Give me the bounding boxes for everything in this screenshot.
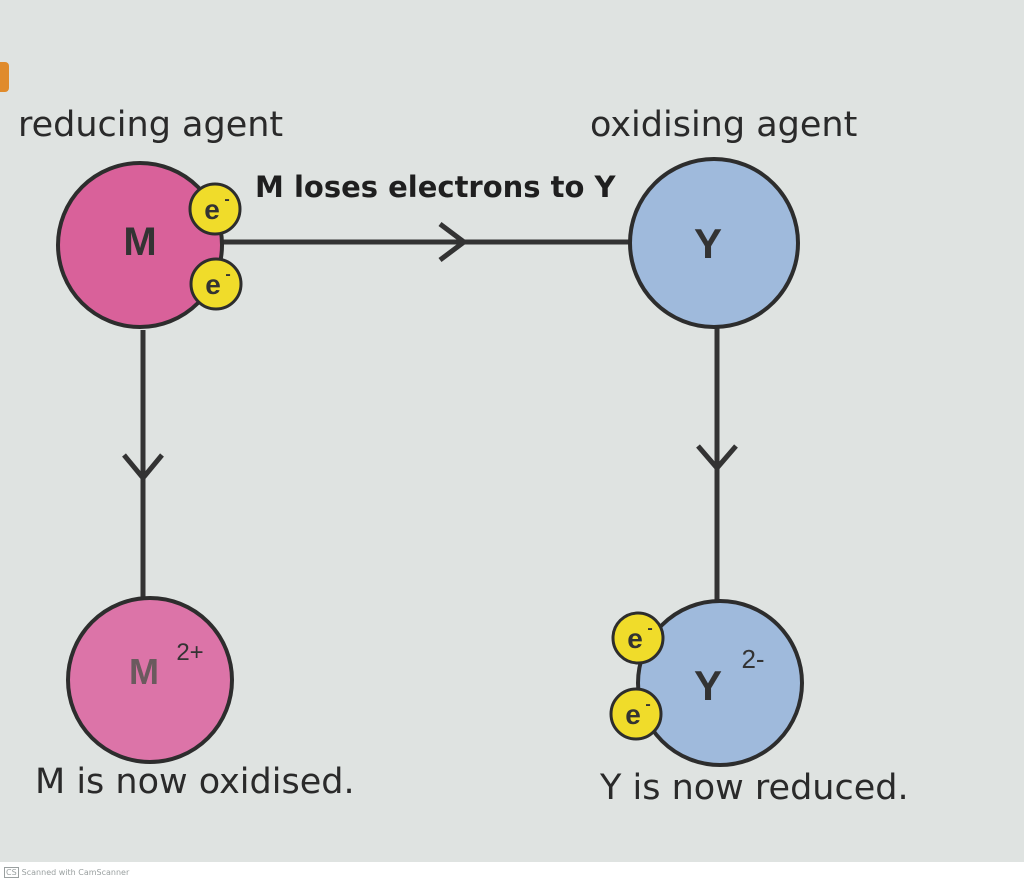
scanner-text: Scanned with CamScanner bbox=[21, 868, 130, 877]
y-atom bbox=[628, 157, 800, 329]
svg-text:e: e bbox=[204, 194, 220, 225]
electron-m-bottom: e - bbox=[189, 257, 243, 311]
svg-text:e: e bbox=[627, 623, 643, 654]
oxidising-agent-label: oxidising agent bbox=[590, 105, 858, 145]
corner-tab-mark bbox=[0, 62, 9, 92]
y-ion-charge: 2- bbox=[741, 644, 764, 674]
electron-transfer-label: M loses electrons to Y bbox=[255, 170, 616, 204]
m-ion-symbol: M bbox=[129, 651, 159, 692]
m-ion bbox=[66, 596, 234, 764]
m-down-arrow-head bbox=[122, 453, 164, 482]
scanner-badge: CS bbox=[4, 867, 19, 878]
svg-text:e: e bbox=[205, 269, 221, 300]
y-atom-symbol: Y bbox=[694, 220, 722, 267]
m-atom-symbol: M bbox=[123, 220, 156, 264]
electron-y-top: e - bbox=[611, 611, 665, 665]
svg-text:-: - bbox=[645, 696, 650, 713]
y-down-arrow-head bbox=[696, 444, 738, 472]
electron-m-top: e - bbox=[188, 182, 242, 236]
m-atom bbox=[56, 161, 224, 329]
m-oxidised-caption: M is now oxidised. bbox=[35, 762, 355, 802]
reducing-agent-label: reducing agent bbox=[18, 105, 284, 145]
svg-text:e: e bbox=[625, 699, 641, 730]
transfer-arrow-head bbox=[438, 222, 469, 262]
m-ion-charge: 2+ bbox=[176, 639, 203, 666]
y-ion bbox=[636, 599, 804, 767]
svg-text:-: - bbox=[224, 191, 229, 208]
svg-text:-: - bbox=[647, 620, 652, 637]
y-reduced-caption: Y is now reduced. bbox=[600, 768, 909, 808]
svg-text:-: - bbox=[225, 266, 230, 283]
scan-bottom-strip bbox=[0, 862, 1024, 883]
y-ion-symbol: Y bbox=[694, 662, 722, 709]
electron-y-bottom: e - bbox=[609, 687, 663, 741]
